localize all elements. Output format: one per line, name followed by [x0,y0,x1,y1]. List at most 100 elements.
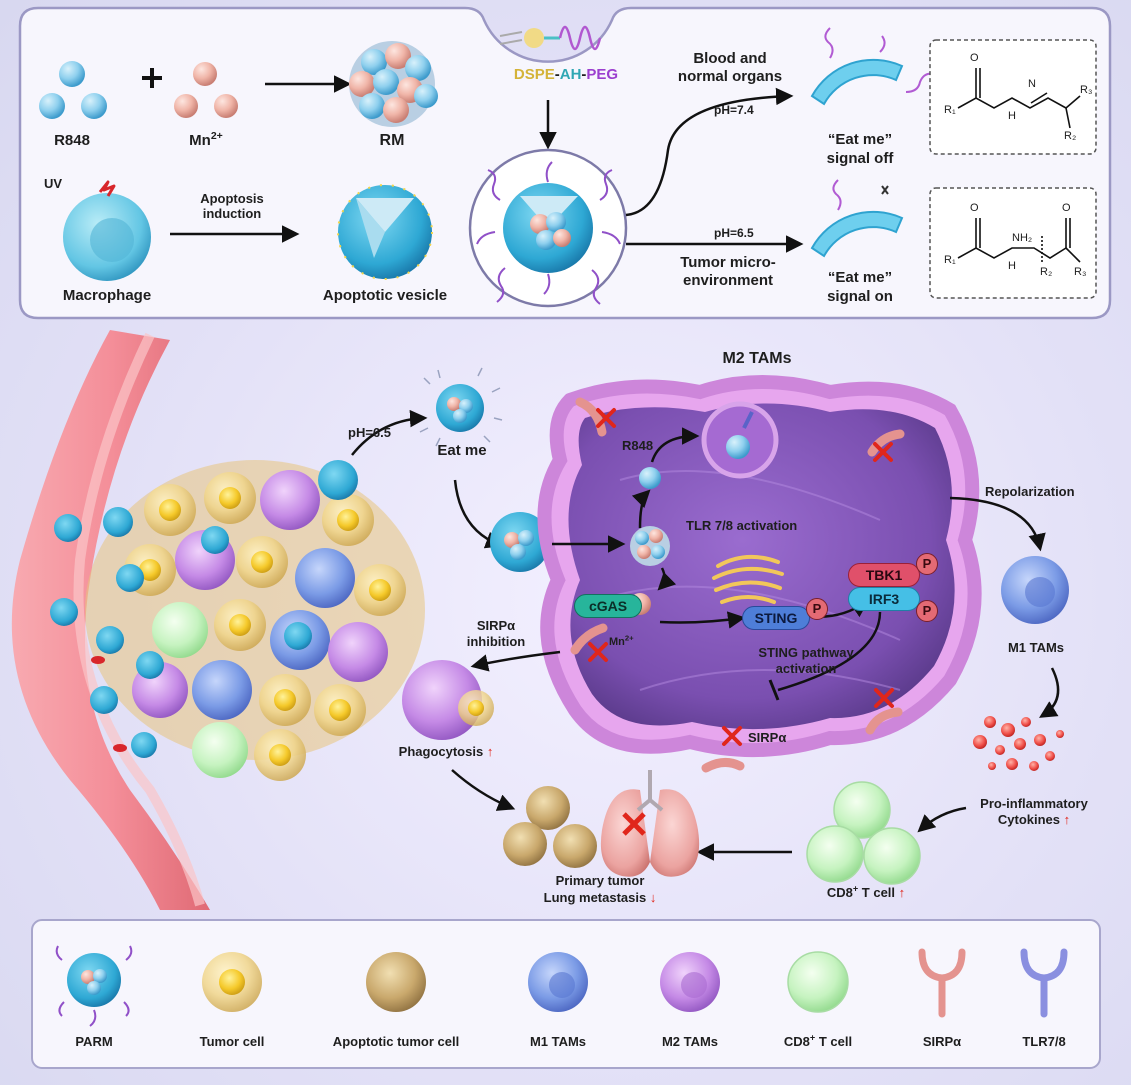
r848-molecules [39,61,107,119]
chem-on-o2: O [1062,202,1071,214]
cgas-pill: cGAS [574,594,642,618]
arrow-mn-to-sting [659,611,746,629]
parm-entering [318,460,358,500]
legend-label-cd8-t-cell: CD8+ T cell [783,1032,853,1049]
legend-icon-cd8-t-cell [787,951,849,1013]
inhibition-crosses [588,408,894,746]
arrow-rm-to-mn [657,567,677,591]
plus-sign [142,68,162,88]
cd8-t-cells [806,781,921,885]
arrow-rm-to-r848 [631,489,651,529]
chem-box-on [929,187,1097,299]
arrow-sirpa-inhibition [470,650,561,672]
phagocytosis-label: Phagocytosis ↑ [398,744,494,759]
tlr-activation-label: TLR 7/8 activation [686,518,798,533]
chem-off-r1: R₁ [944,104,956,116]
lipid-label: DSPE-AH-PEG [513,66,619,83]
sirpa-label: SIRPα [748,730,787,745]
m1-tams-label: M1 TAMs [1007,640,1065,655]
phagocytosis-cell [402,660,494,740]
tbk1-phospho-badge: P [916,553,938,575]
sting-pill: STING [742,606,810,630]
uv-label: UV [44,176,63,191]
chem-on-r1: R₁ [944,254,956,266]
legend-icon-parm [55,945,133,1027]
mn-label: Mn2+ [189,130,223,149]
r848-cell-label: R848 [622,438,654,453]
chem-on-r3: R₃ [1074,266,1087,278]
ph-65-top-label: pH=6.5 [714,226,754,240]
m2-tams-title: M2 TAMs [722,350,792,367]
eat-me-label: Eat me [437,442,487,459]
r848-in-cell [639,467,661,489]
chem-off-o: O [970,52,979,64]
repolarization-label: Repolarization [985,484,1075,499]
chem-box-off [929,39,1097,155]
arrow-repolarization [949,496,1046,552]
chem-on-r2: R₂ [1040,266,1053,278]
arrow-r848-to-endosome [650,427,700,463]
rm-in-cell [630,526,670,566]
tumor-microenvironment-label: Tumor micro-environment [680,254,776,289]
legend-icon-tumor-cell [202,952,262,1012]
legend-icon-tlr [1020,948,1068,1018]
lung-icon [600,770,700,877]
legend-label-parm: PARM [75,1034,113,1049]
arrow-cytokines-to-cd8 [917,806,967,833]
irf3-pill: IRF3 [848,587,920,611]
sirpa-receptors [570,397,905,773]
mn-ions [174,62,238,118]
chem-on-nh2: NH₂ [1012,232,1033,244]
legend-label-tumor-cell: Tumor cell [199,1034,265,1049]
arrow-phagocytosis-down [451,769,516,811]
tumor-cluster [50,460,425,781]
arrow-m1-to-cytokines [1039,667,1060,718]
signal-off-vesicle-arc [810,27,935,106]
chem-off-n: N [1028,78,1036,90]
chem-on-h: H [1008,260,1016,272]
chem-off-r2: R₂ [1064,130,1077,142]
cytokines-cluster [973,716,1064,771]
signal-off-label: “Eat me”signal off [826,131,894,167]
chem-off-h: H [1008,110,1016,122]
legend-icon-m1-tam [528,952,588,1012]
rm-cluster [349,41,438,127]
legend-icon-apoptotic-tumor-cell [366,952,426,1012]
apoptotic-tumor-cells [503,786,597,868]
arrow-sting-pathway-inhibits [777,611,882,692]
signal-on-vesicle-arc [810,179,904,258]
ph-65-middle-label: pH=6.5 [348,425,391,440]
eat-me-vesicle [419,367,503,447]
sting-phospho-badge: P [806,598,828,620]
blood-vessel [11,330,211,910]
r848-label: R848 [54,132,90,149]
irf3-phospho-badge: P [916,600,938,622]
arrow-ph65 [351,409,428,456]
chem-structure-off [957,68,1081,129]
macrophage-label: Macrophage [62,287,152,304]
chem-off-r3: R₃ [1080,84,1093,96]
mn-cell-label: Mn2+ [609,633,634,648]
vesicle-in-cell [490,512,550,572]
chem-structure-on [957,218,1081,263]
legend-label-sirpa: SIRPα [922,1034,962,1049]
arrow-to-signal-off [625,87,794,217]
tbk1-pill: TBK1 [848,563,920,587]
legend-icon-m2-tam [660,952,720,1012]
legend-label-tlr: TLR7/8 [1022,1034,1066,1049]
apoptotic-vesicle-label: Apoptotic vesicle [322,287,448,304]
legend-icon-sirpa [918,948,966,1018]
rm-label: RM [379,132,405,149]
macrophage-cell [63,180,151,281]
signal-on-label: “Eat me”signal on [827,269,893,305]
ph-74-label: pH=7.4 [714,103,754,117]
inhibition-bar [768,679,780,701]
lipid-molecule-icon [499,25,602,51]
